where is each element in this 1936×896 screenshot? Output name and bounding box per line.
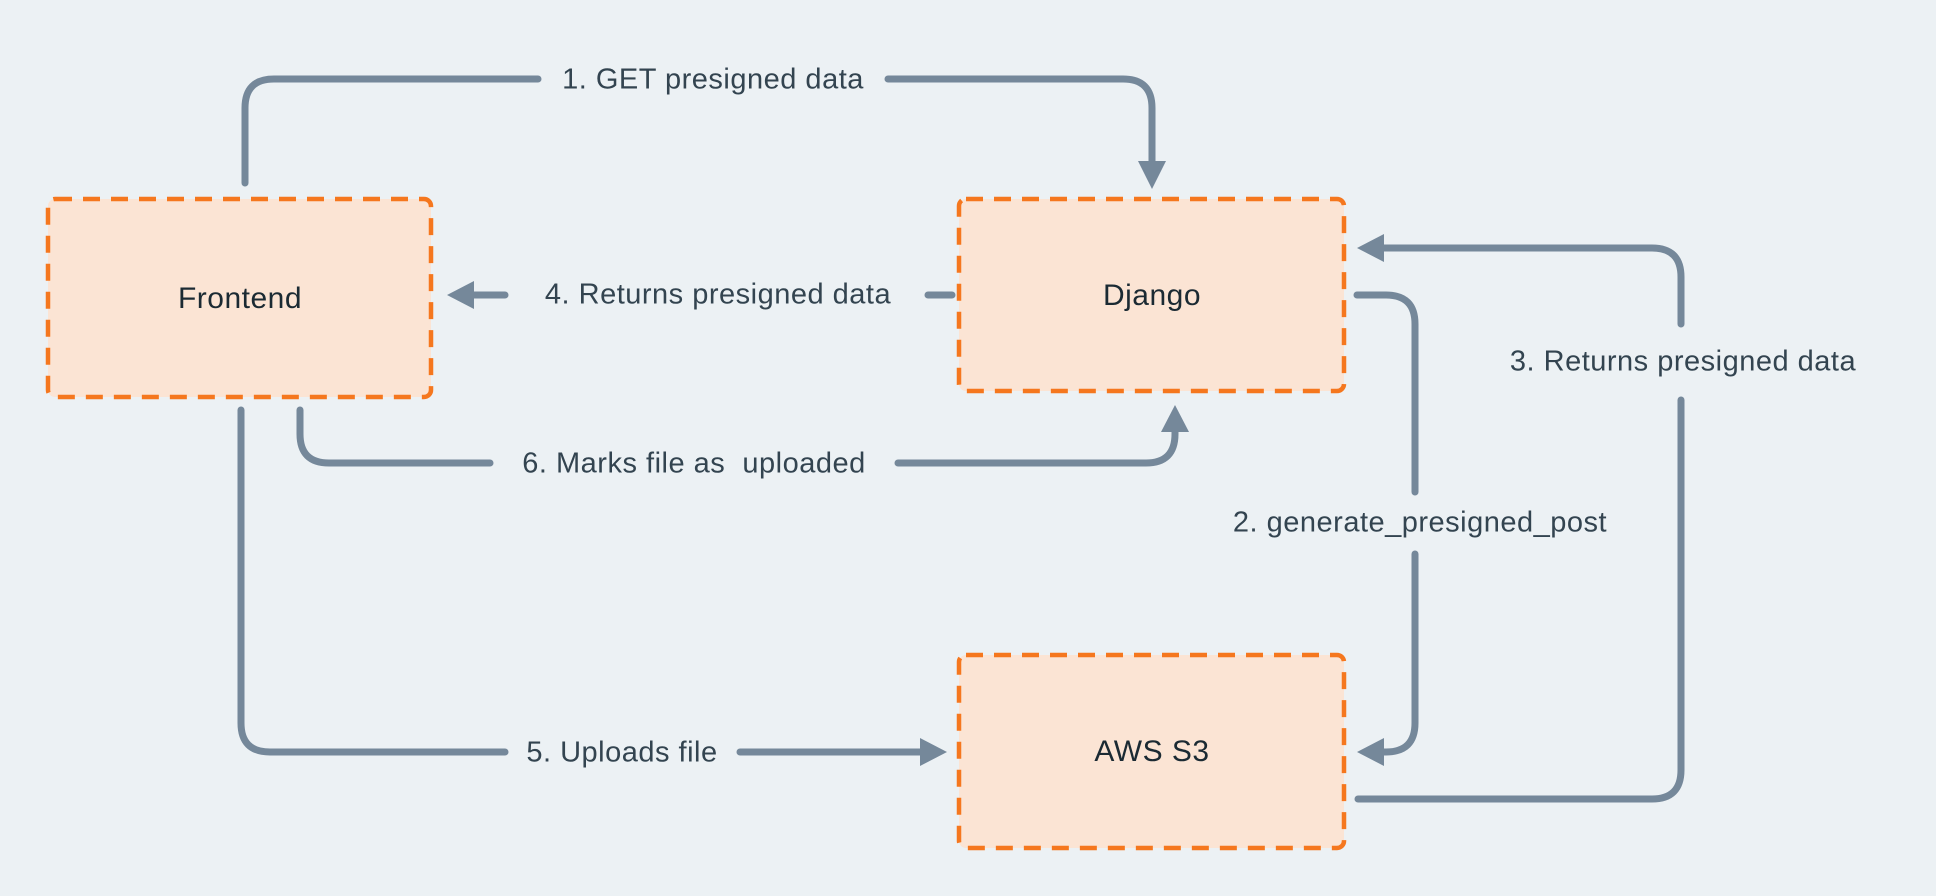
edge-5-arrowhead-right-icon (920, 738, 947, 766)
frontend-box (45, 196, 434, 400)
edge-3-arrowhead-left-icon (1357, 234, 1384, 262)
django-box (956, 196, 1347, 394)
edge-2-arrowhead-left-icon (1357, 738, 1384, 766)
edge-2-line-top (1353, 291, 1419, 496)
edge-1-arrowhead-down-icon (1138, 161, 1166, 189)
edge-3-line-top (1380, 244, 1685, 328)
aws-s3-box (956, 652, 1347, 851)
edge-1-line-right (884, 75, 1156, 168)
edge-5-line-left (237, 406, 509, 756)
edge-6-line-left (296, 406, 494, 467)
edge-6-arrowhead-up-icon (1161, 405, 1189, 432)
edge-6-line-right (894, 428, 1179, 467)
edge-4-arrowhead-left-icon (447, 281, 474, 309)
edge-1-line-left (241, 75, 542, 187)
edge-2-line-bottom (1380, 550, 1419, 756)
edge-3-line-bottom (1354, 396, 1685, 803)
